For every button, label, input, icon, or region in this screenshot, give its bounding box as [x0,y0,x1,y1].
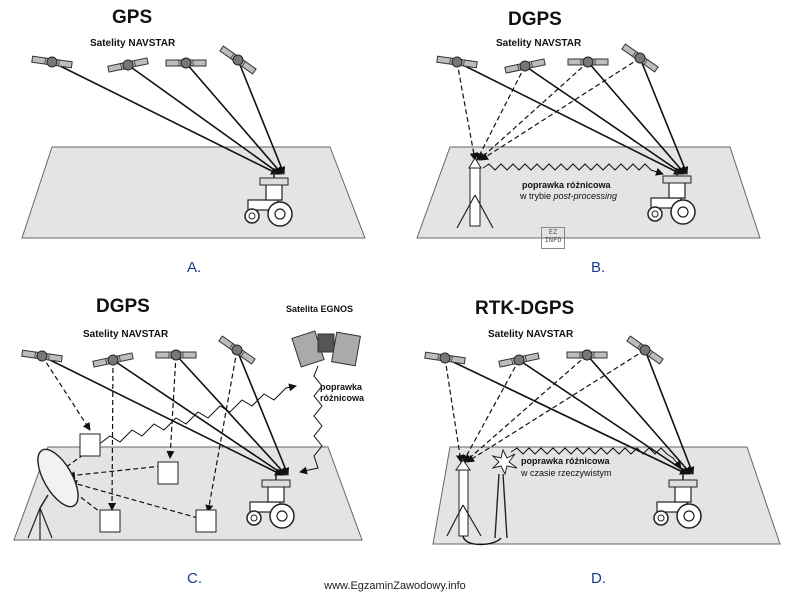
satellite-icon [567,56,609,68]
panel-rtk-diagram [423,333,781,546]
satellite-icon [155,349,197,361]
ground-station-icon [195,509,217,533]
satellite-icon [165,57,207,69]
ground-station-icon [157,461,179,485]
satellite-icon [218,43,258,77]
correction-signal [510,447,682,469]
station-cable [462,535,502,546]
panel-title: GPS [112,7,153,28]
correction-mode-label: w trybie post-processing [520,191,618,201]
correction-label: poprawka różnicowa [521,456,610,466]
satellite-icon [503,56,547,76]
satellite-icon [423,349,467,367]
satellite-dish-icon [27,448,79,540]
panel-title: DGPS [508,9,562,30]
satellite-icon [566,349,608,361]
panel-letter: C. [187,570,202,587]
radio-burst-icon [491,448,518,476]
uplink-signal [97,383,297,446]
satellites-label: Satelity NAVSTAR [83,329,169,340]
egnos-correction-signal [299,365,323,475]
egnos-satellite-icon [291,330,362,368]
satellite-icon [30,53,74,71]
panel-title: DGPS [96,296,150,317]
ground-station-icon [79,433,101,457]
ground-station-icon [99,509,121,533]
satellite-icon [217,333,257,367]
radio-mast-icon [494,473,508,539]
satellite-icon [106,55,150,75]
egnos-label: Satelita EGNOS [286,304,354,314]
satellite-icon [625,333,665,367]
panel-title: RTK-DGPS [475,298,575,319]
satellite-icon [497,350,541,370]
satellite-icon [435,53,479,71]
panel-rtk-dgps: RTK-DGPS Satelity NAVSTAR poprawka różni… [395,290,790,587]
satellites-label: Satelity NAVSTAR [488,329,574,340]
satellites-label: Satelity NAVSTAR [90,38,176,49]
field-plane [21,146,366,239]
correction-label: poprawka różnicowa [522,180,611,190]
panel-dgps-egnos: DGPS Satelity NAVSTAR Satelita EGNOS pop… [0,290,395,587]
satellite-icon [20,347,64,365]
panel-dgps-postprocessing: DGPS Satelity NAVSTAR poprawka różnicowa… [395,0,790,290]
satellite-icon [620,41,660,75]
panel-gps-diagram [21,43,366,239]
satellites-label: Satelity NAVSTAR [496,38,582,49]
panel-egnos-diagram [13,330,363,541]
panel-gps: GPS Satelity NAVSTAR A. [0,0,395,290]
reference-station-icon [456,157,494,229]
panel-letter: B. [591,259,606,276]
footer-url: www.EgzaminZawodowy.info [324,580,466,592]
panel-dgps-diagram [416,41,761,239]
panel-letter: D. [591,570,606,587]
correction-signal [482,163,664,176]
correction-mode-label: w czasie rzeczywistym [521,468,612,478]
satellite-icon [91,350,135,370]
panel-letter: A. [187,259,202,276]
